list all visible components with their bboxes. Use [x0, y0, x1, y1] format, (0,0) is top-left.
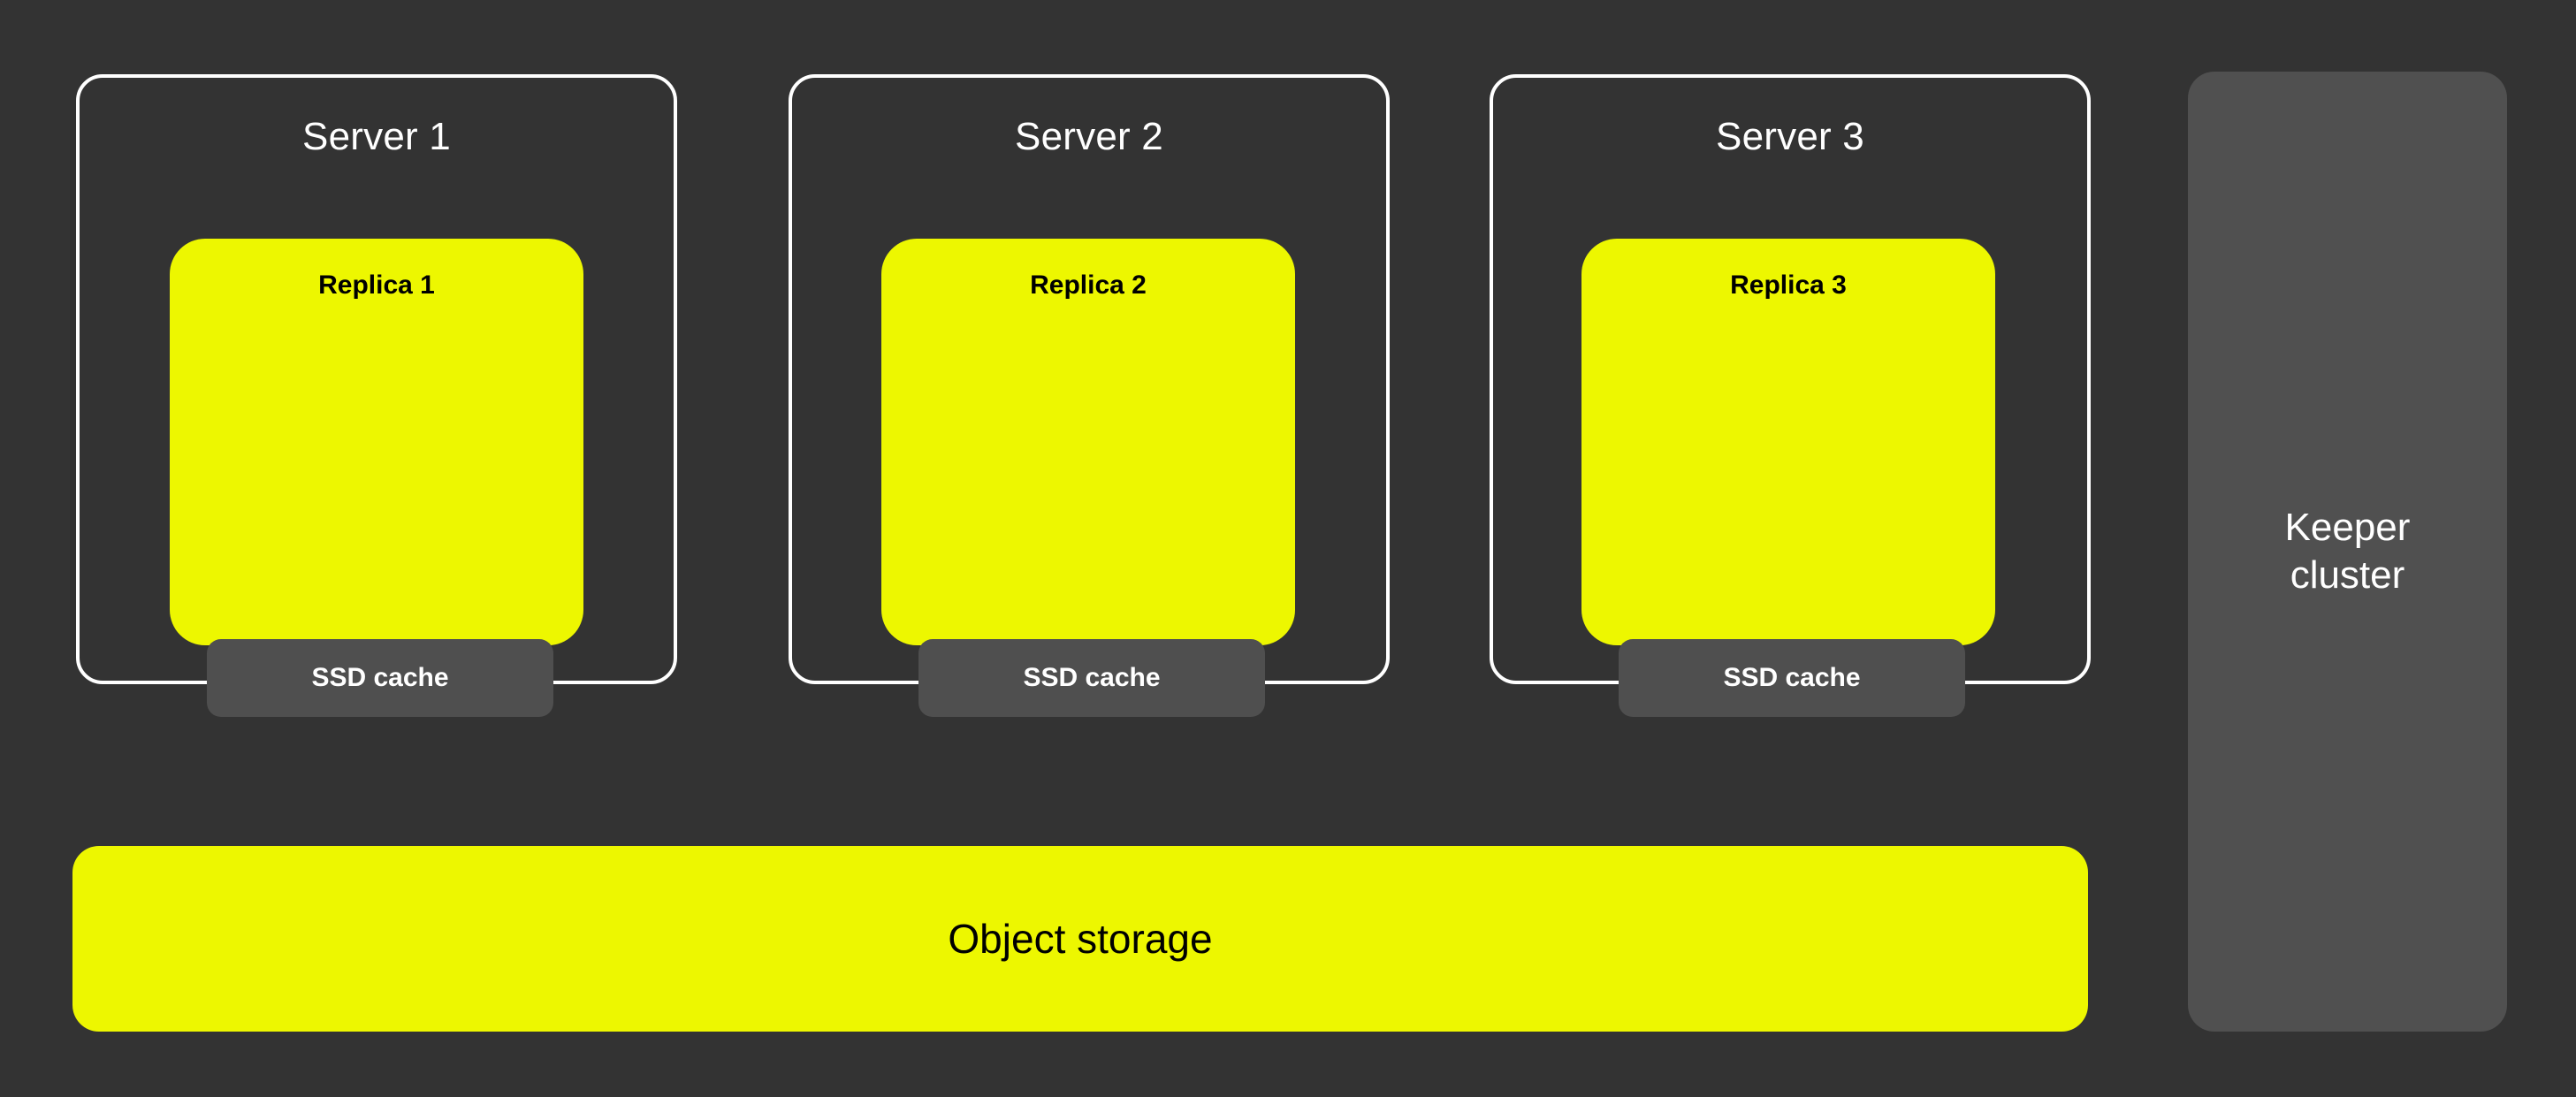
keeper-cluster-label: Keeper cluster: [2284, 506, 2411, 597]
replica-box-2: Replica 2: [881, 239, 1295, 645]
replica-label-3: Replica 3: [1730, 270, 1847, 300]
ssd-cache-label-1: SSD cache: [311, 663, 449, 692]
ssd-cache-label-3: SSD cache: [1723, 663, 1861, 692]
replica-box-3: Replica 3: [1581, 239, 1995, 645]
object-storage-box: Object storage: [72, 846, 2088, 1032]
server-title-3: Server 3: [1716, 115, 1864, 158]
ssd-cache-label-2: SSD cache: [1023, 663, 1161, 692]
replica-box-1: Replica 1: [170, 239, 583, 645]
server-title-1: Server 1: [302, 115, 451, 158]
replica-label-2: Replica 2: [1030, 270, 1147, 300]
keeper-cluster-box: Keeper cluster: [2188, 72, 2507, 1032]
ssd-cache-box-1: SSD cache: [207, 639, 553, 717]
object-storage-label: Object storage: [948, 916, 1213, 962]
ssd-cache-box-3: SSD cache: [1619, 639, 1965, 717]
replica-label-1: Replica 1: [318, 270, 435, 300]
ssd-cache-box-2: SSD cache: [918, 639, 1265, 717]
server-title-2: Server 2: [1015, 115, 1163, 158]
